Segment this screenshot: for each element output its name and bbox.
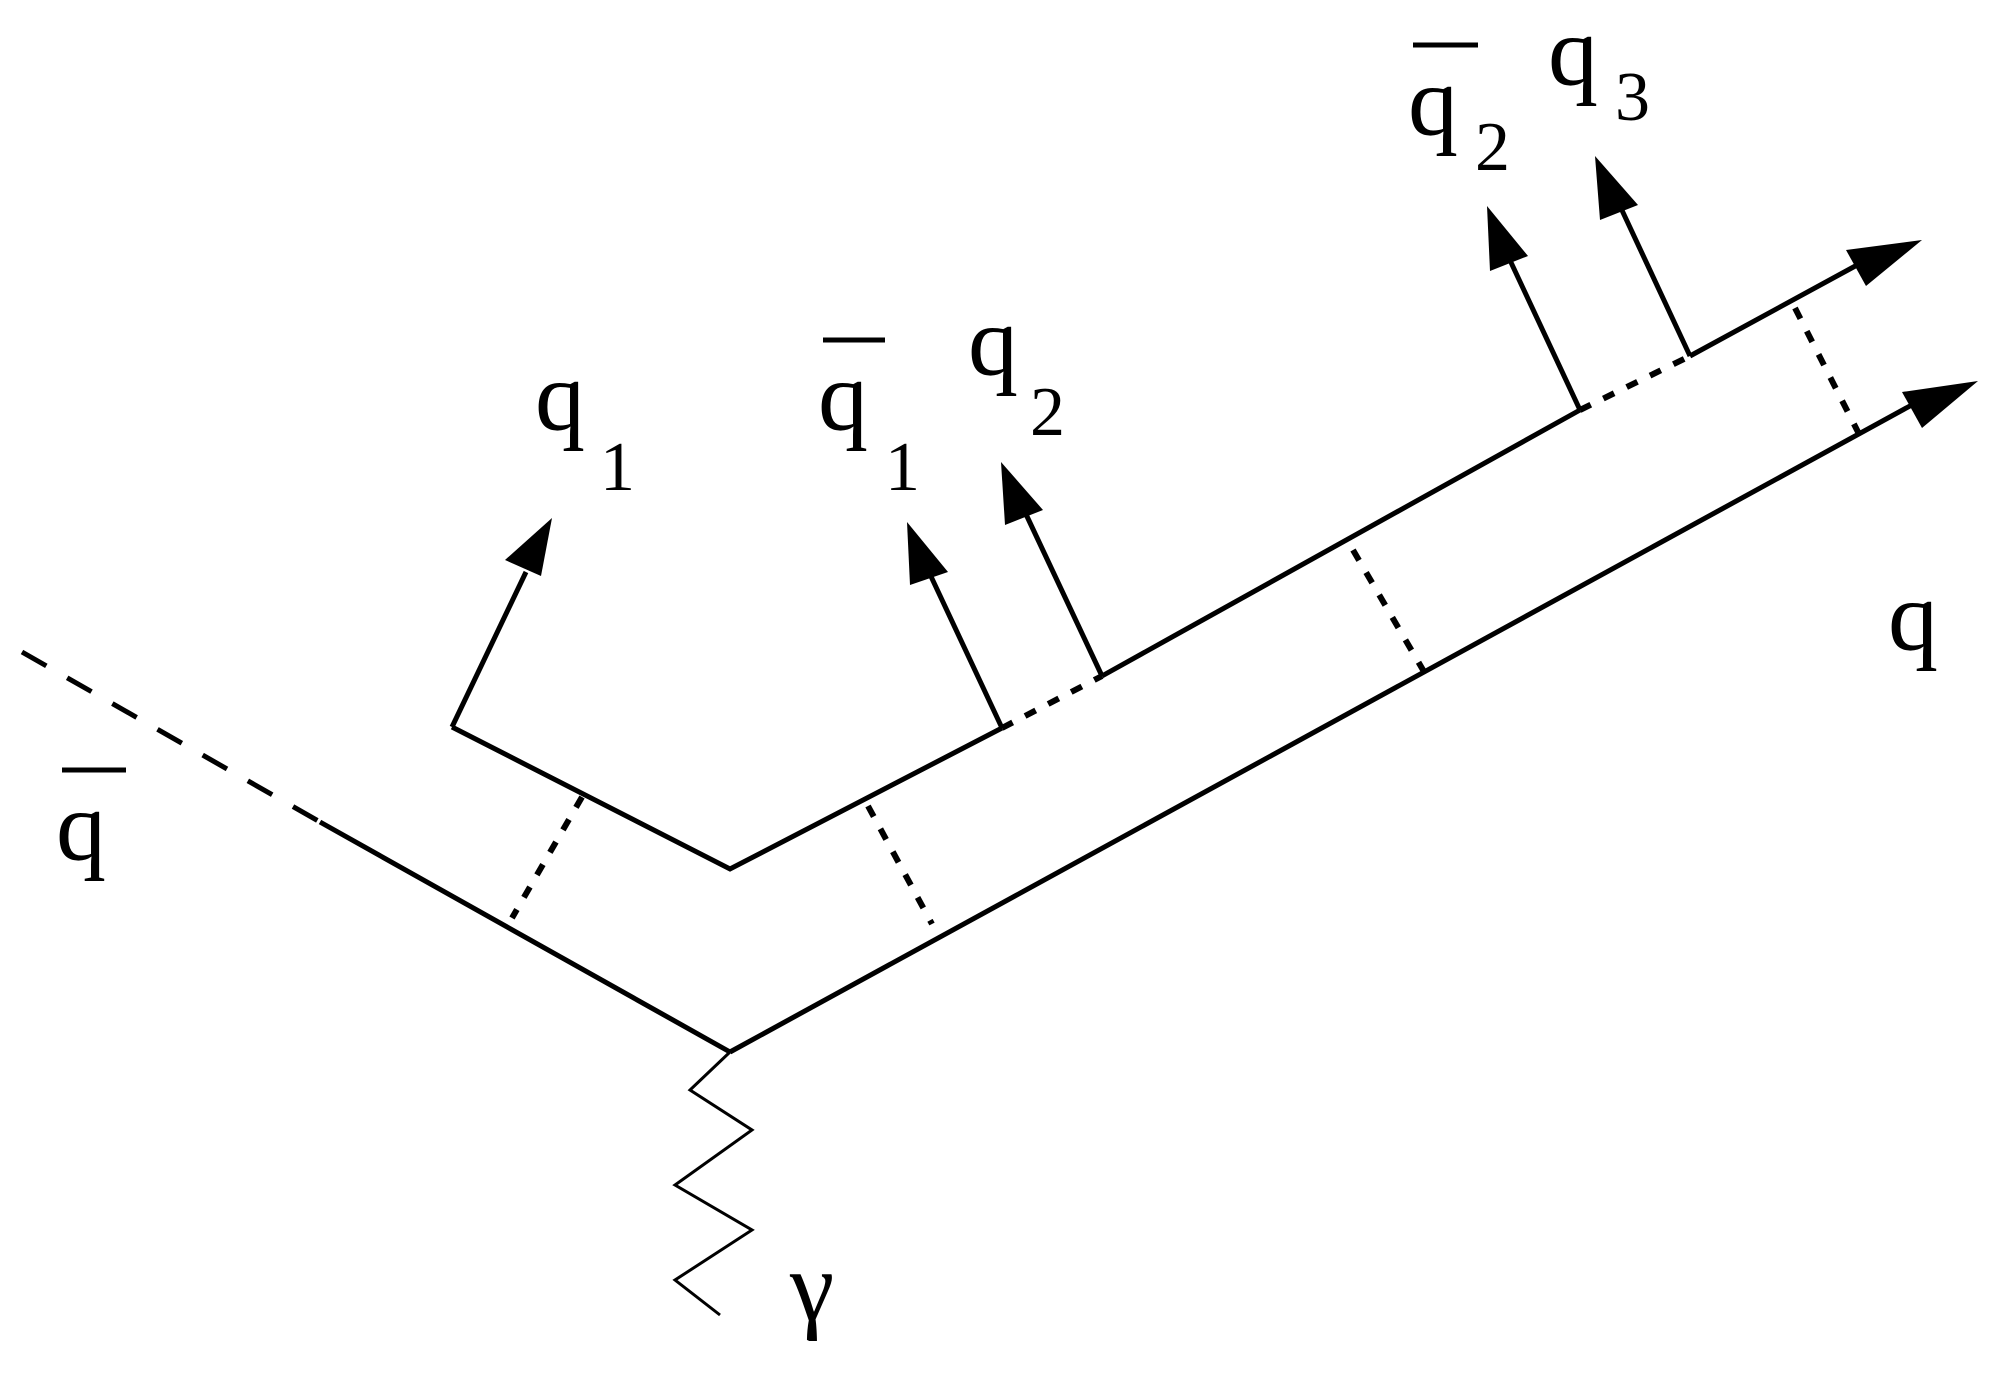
quark-line — [728, 392, 1932, 1055]
q1bar-arrowhead — [907, 522, 948, 585]
label-q1: q 1 — [535, 341, 635, 506]
svg-text:q: q — [1408, 46, 1458, 157]
svg-text:q: q — [535, 341, 585, 452]
svg-text:q: q — [56, 771, 106, 882]
gluon-rung-2 — [865, 804, 935, 926]
label-q: q — [1888, 561, 1938, 672]
q1bar-arrow-line — [925, 568, 1005, 730]
svg-text:q: q — [968, 286, 1018, 397]
photon-line — [672, 1050, 755, 1317]
label-q2bar: q 2 — [1408, 42, 1510, 186]
q3-arrowhead — [1595, 156, 1638, 220]
svg-text:1: 1 — [885, 429, 920, 506]
svg-text:2: 2 — [1475, 109, 1510, 186]
gluon-rung-3 — [1350, 548, 1433, 684]
label-q3: q 3 — [1548, 0, 1650, 136]
q1-arrowhead — [505, 518, 552, 576]
gluon-rung-4 — [1792, 306, 1861, 434]
svg-text:3: 3 — [1615, 59, 1650, 136]
svg-text:2: 2 — [1030, 374, 1065, 451]
upper-path-end — [1688, 255, 1872, 359]
upper-path-left — [450, 724, 1004, 872]
q2bar-arrowhead — [1487, 206, 1528, 271]
gluon-rung-1 — [509, 795, 585, 920]
label-gamma: γ — [789, 1231, 834, 1342]
label-q2: q 2 — [968, 286, 1065, 451]
svg-text:q: q — [818, 341, 868, 452]
svg-text:q: q — [1548, 0, 1598, 107]
svg-text:q: q — [1888, 561, 1938, 672]
q2-arrowhead — [1001, 462, 1043, 525]
quark-arrowhead — [1902, 381, 1978, 428]
svg-text:1: 1 — [600, 429, 635, 506]
upper-path-dotted-1 — [1000, 673, 1104, 731]
qbar-solid-line — [318, 819, 732, 1055]
qbar-dashed-line — [20, 649, 322, 825]
q3-arrow-line — [1617, 204, 1693, 358]
label-q1bar: q 1 — [818, 337, 920, 506]
upper-arrowhead — [1846, 240, 1922, 286]
upper-path-right — [1100, 407, 1582, 679]
label-qbar: q — [56, 767, 126, 882]
upper-path-dotted-2 — [1578, 353, 1692, 413]
q2bar-arrow-line — [1505, 254, 1583, 412]
svg-text:γ: γ — [789, 1231, 834, 1342]
q2-arrow-line — [1021, 508, 1105, 678]
q1-arrow-line — [449, 570, 529, 729]
